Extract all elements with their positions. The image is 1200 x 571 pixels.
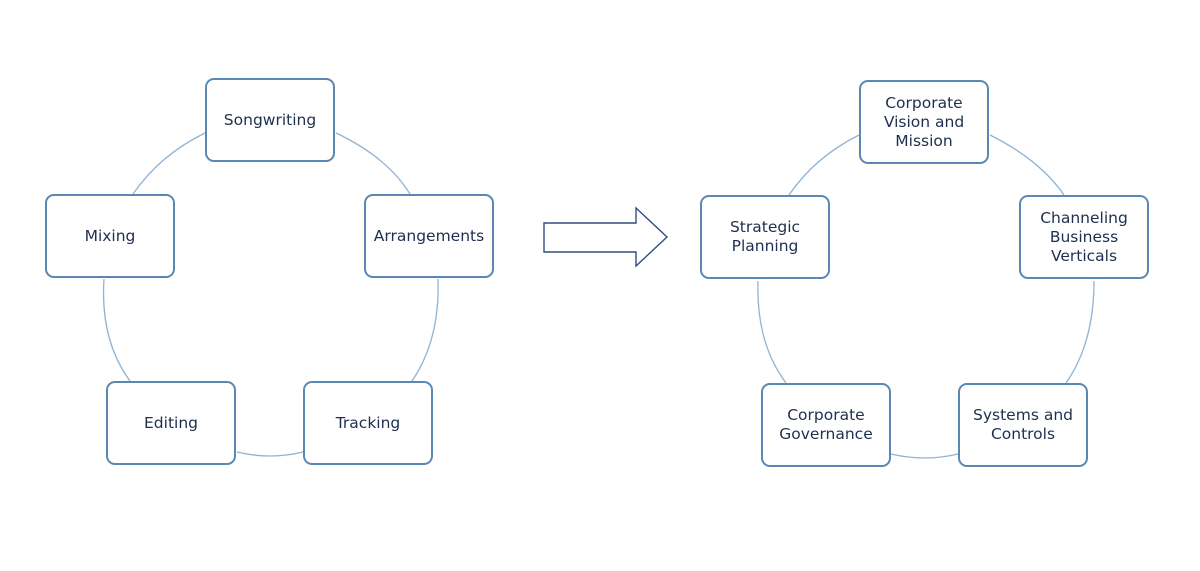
node-mixing: Mixing <box>45 194 175 278</box>
node-systems-and-controls: Systems and Controls <box>958 383 1088 467</box>
node-songwriting: Songwriting <box>205 78 335 162</box>
node-arrangements: Arrangements <box>364 194 494 278</box>
node-corporate-vision-and-mission: Corporate Vision and Mission <box>859 80 989 164</box>
node-channeling-business-verticals: Channeling Business Verticals <box>1019 195 1149 279</box>
transition-arrow <box>543 206 669 268</box>
node-corporate-governance: Corporate Governance <box>761 383 891 467</box>
connector-mixing-songwriting <box>132 132 206 195</box>
connector-channeling-systems <box>1065 280 1095 384</box>
node-strategic-planning: Strategic Planning <box>700 195 830 279</box>
connector-systems-governance <box>890 453 959 459</box>
node-tracking: Tracking <box>303 381 433 465</box>
connector-songwriting-arrangements <box>335 132 411 195</box>
connector-vision-channeling <box>989 134 1065 196</box>
connector-strategic-vision <box>788 134 860 196</box>
connector-tracking-editing <box>236 451 304 457</box>
connector-arrangements-tracking <box>411 278 439 382</box>
connector-editing-mixing <box>102 278 131 382</box>
connector-governance-strategic <box>757 280 787 384</box>
node-editing: Editing <box>106 381 236 465</box>
